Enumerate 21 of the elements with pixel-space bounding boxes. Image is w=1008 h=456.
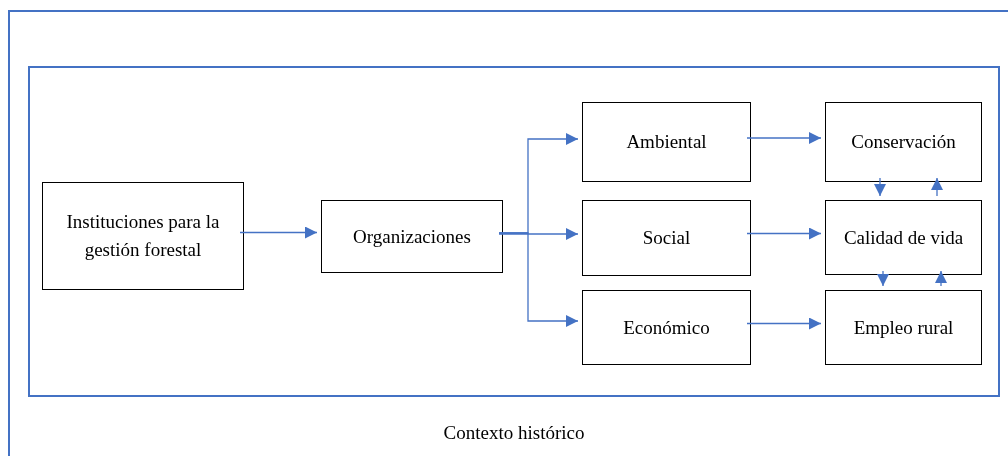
arrow [746,132,822,144]
process-box: Organizaciones [321,200,503,273]
process-box: Social [582,200,751,276]
arrow [498,228,579,240]
arrow [498,232,579,327]
process-box: Económico [582,290,751,365]
group-frame [28,66,1000,397]
process-box: Conservación [825,102,982,182]
arrow [935,270,947,287]
process-box: Ambiental [582,102,751,182]
arrow [877,270,889,287]
context-frame [8,10,1008,456]
process-box: Empleo rural [825,290,982,365]
arrow [746,317,822,330]
frame-caption: Contexto histórico [443,422,585,444]
arrow [746,227,822,240]
arrow [931,177,943,197]
process-box: Calidad de vida [825,200,982,275]
process-box: Instituciones para la gestión forestal [42,182,244,290]
arrow [874,177,886,197]
arrow [239,226,318,239]
